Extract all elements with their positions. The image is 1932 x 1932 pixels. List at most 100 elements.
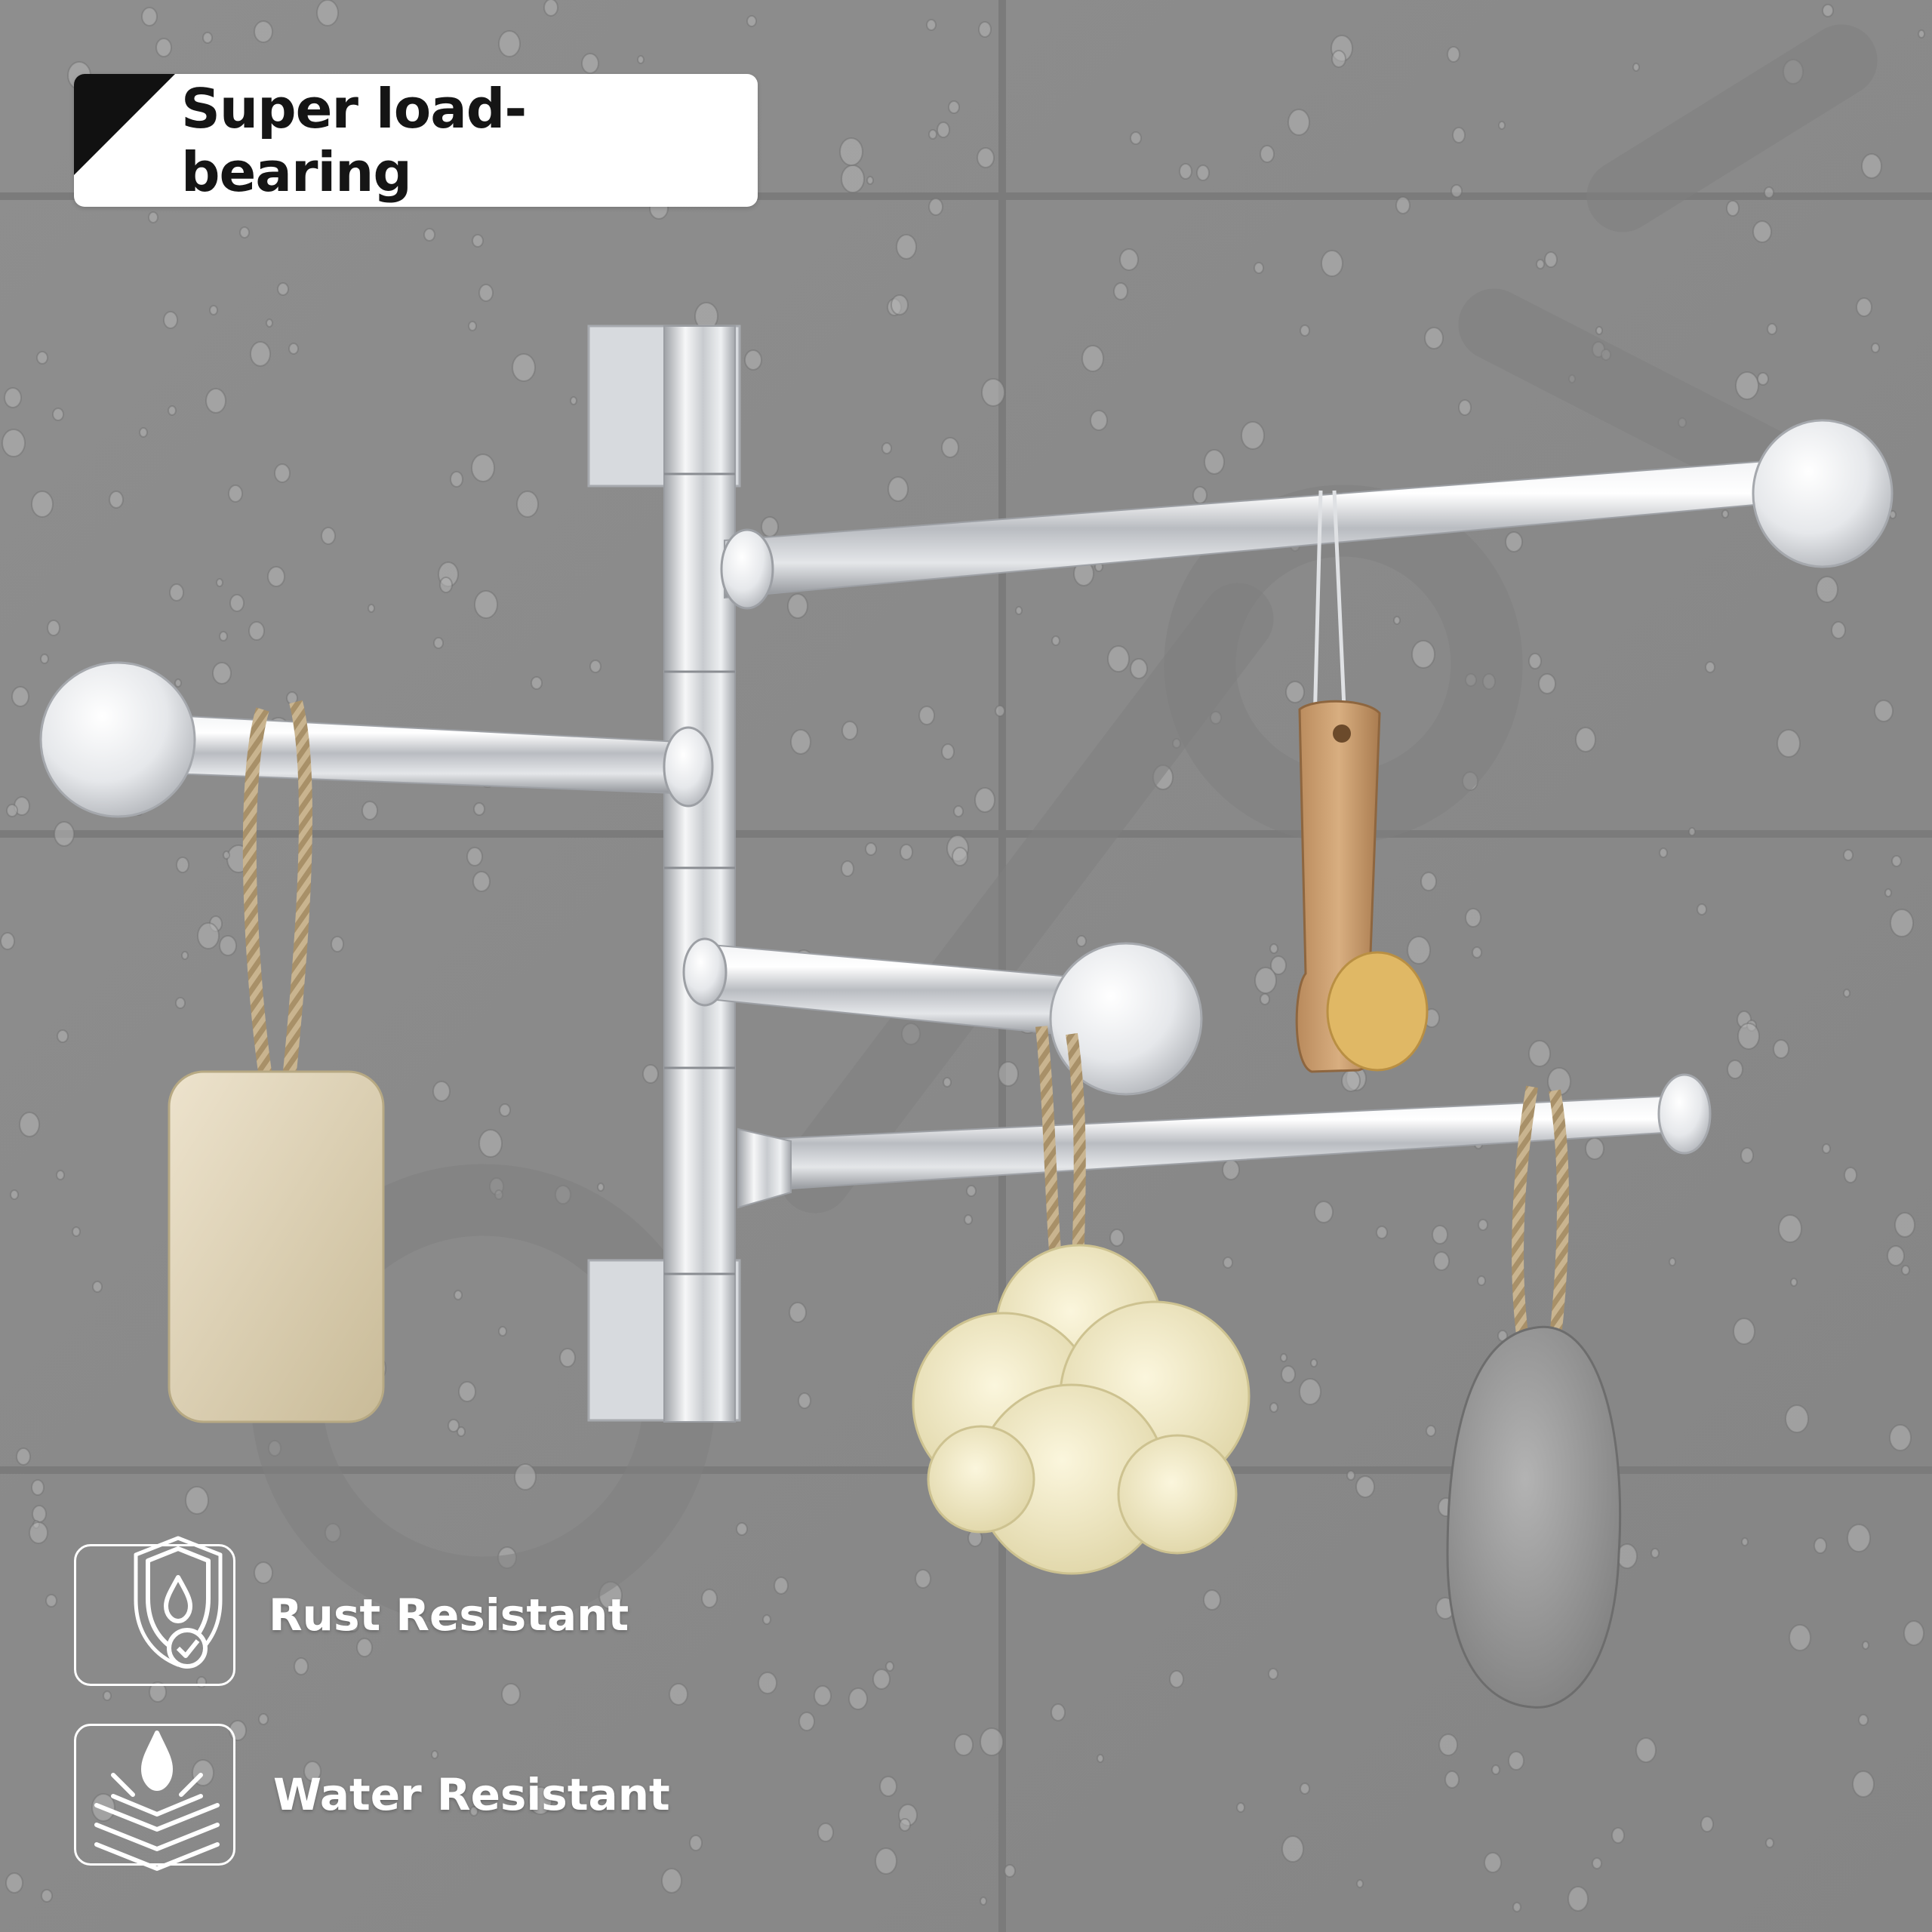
water-droplet xyxy=(1241,421,1265,450)
water-droplet xyxy=(980,1897,987,1906)
water-droplet xyxy=(1528,653,1542,669)
water-droplet xyxy=(36,351,48,365)
water-droplet xyxy=(361,801,378,820)
water-droplet xyxy=(1790,1278,1798,1287)
water-droplet xyxy=(228,485,243,503)
water-droplet xyxy=(1169,1670,1184,1688)
water-droplet xyxy=(1300,1783,1310,1795)
water-droplet xyxy=(1874,700,1894,722)
water-droplet xyxy=(866,176,874,185)
water-droplet xyxy=(1737,1023,1760,1050)
water-droplet xyxy=(789,1302,807,1323)
water-droplet xyxy=(498,1326,507,1337)
water-droplet xyxy=(274,463,291,483)
water-droplet xyxy=(637,55,645,64)
soap-bar xyxy=(168,700,385,1423)
water-droplet xyxy=(266,318,273,328)
water-droplet xyxy=(848,1687,868,1710)
water-droplet xyxy=(457,1426,466,1437)
water-droplet xyxy=(458,1381,476,1402)
water-droplet xyxy=(1196,165,1210,181)
rack-arm-middle xyxy=(682,937,1203,1096)
water-droplet xyxy=(31,1479,45,1496)
water-droplet xyxy=(1889,1424,1912,1451)
water-droplet xyxy=(1777,729,1801,758)
water-droplet xyxy=(248,621,265,641)
water-droplet xyxy=(1090,410,1108,431)
water-droplet xyxy=(1844,1167,1857,1183)
water-droplet xyxy=(1310,1358,1318,1367)
water-droplet xyxy=(347,1619,359,1632)
water-droplet xyxy=(499,1103,511,1117)
water-droplet xyxy=(1280,1353,1287,1362)
water-droplet xyxy=(11,686,29,707)
water-droplet xyxy=(885,1661,894,1672)
water-droplet xyxy=(258,1713,269,1725)
water-droplet xyxy=(175,997,186,1009)
water-droplet xyxy=(1204,449,1225,475)
water-droplet xyxy=(1051,1703,1066,1721)
water-droplet xyxy=(915,1569,931,1589)
water-droplet xyxy=(1884,888,1892,897)
water-droplet xyxy=(1816,576,1838,603)
water-droplet xyxy=(1918,29,1925,38)
water-droplet xyxy=(1862,1641,1869,1650)
water-droplet xyxy=(1669,1257,1676,1266)
water-droplet xyxy=(814,1685,832,1706)
water-droplet xyxy=(1858,1714,1869,1726)
water-droplet xyxy=(92,1281,103,1293)
water-droplet xyxy=(1395,196,1411,214)
water-droplet xyxy=(952,847,968,866)
water-droplet xyxy=(1871,343,1880,353)
water-droplet xyxy=(223,851,230,860)
water-droplet xyxy=(5,1872,23,1894)
water-droplet xyxy=(321,527,336,545)
water-droplet xyxy=(642,1064,659,1084)
water-droplet xyxy=(277,282,289,296)
water-droplet xyxy=(1109,1229,1124,1247)
water-droplet xyxy=(174,678,182,688)
water-droplet xyxy=(1688,827,1696,836)
water-droplet xyxy=(1081,345,1104,372)
water-droplet xyxy=(1260,145,1275,163)
water-droplet xyxy=(139,427,148,438)
water-droplet xyxy=(1733,1318,1755,1345)
water-droplet xyxy=(466,847,483,866)
water-droplet xyxy=(1901,1265,1910,1275)
water-droplet xyxy=(149,1681,167,1703)
water-droplet xyxy=(928,198,943,216)
water-droplet xyxy=(1773,1039,1789,1059)
water-droplet xyxy=(1393,616,1401,625)
water-droplet xyxy=(469,1806,478,1817)
water-droplet xyxy=(1528,1040,1551,1067)
water-droplet xyxy=(597,1183,605,1192)
water-droplet xyxy=(1785,1404,1809,1433)
water-droplet xyxy=(787,593,808,619)
water-droplet xyxy=(839,137,863,166)
water-droplet xyxy=(57,1029,69,1043)
water-droplet xyxy=(888,476,909,502)
water-droplet xyxy=(368,604,375,613)
water-drop-layers-icon xyxy=(94,1730,220,1871)
water-droplet xyxy=(879,1776,897,1797)
water-droplet xyxy=(1789,1624,1811,1651)
water-droplet xyxy=(471,454,495,482)
water-droplet xyxy=(978,21,992,38)
water-droplet xyxy=(977,147,995,168)
water-droplet xyxy=(1314,1201,1334,1223)
water-droplet xyxy=(163,311,178,329)
headline-corner-accent xyxy=(74,74,175,175)
water-droplet xyxy=(1498,121,1506,130)
water-droplet xyxy=(1903,1620,1924,1646)
water-droplet xyxy=(1222,1159,1240,1180)
water-droplet xyxy=(472,234,484,248)
water-droplet xyxy=(432,1081,451,1102)
water-droplet xyxy=(736,1522,748,1536)
water-droplet xyxy=(52,408,64,421)
water-droplet xyxy=(1281,1365,1296,1383)
water-droplet xyxy=(1575,727,1596,752)
water-droplet xyxy=(478,284,494,302)
water-droplet xyxy=(1890,909,1914,937)
water-droplet xyxy=(1451,184,1463,198)
water-droplet xyxy=(1659,848,1668,858)
